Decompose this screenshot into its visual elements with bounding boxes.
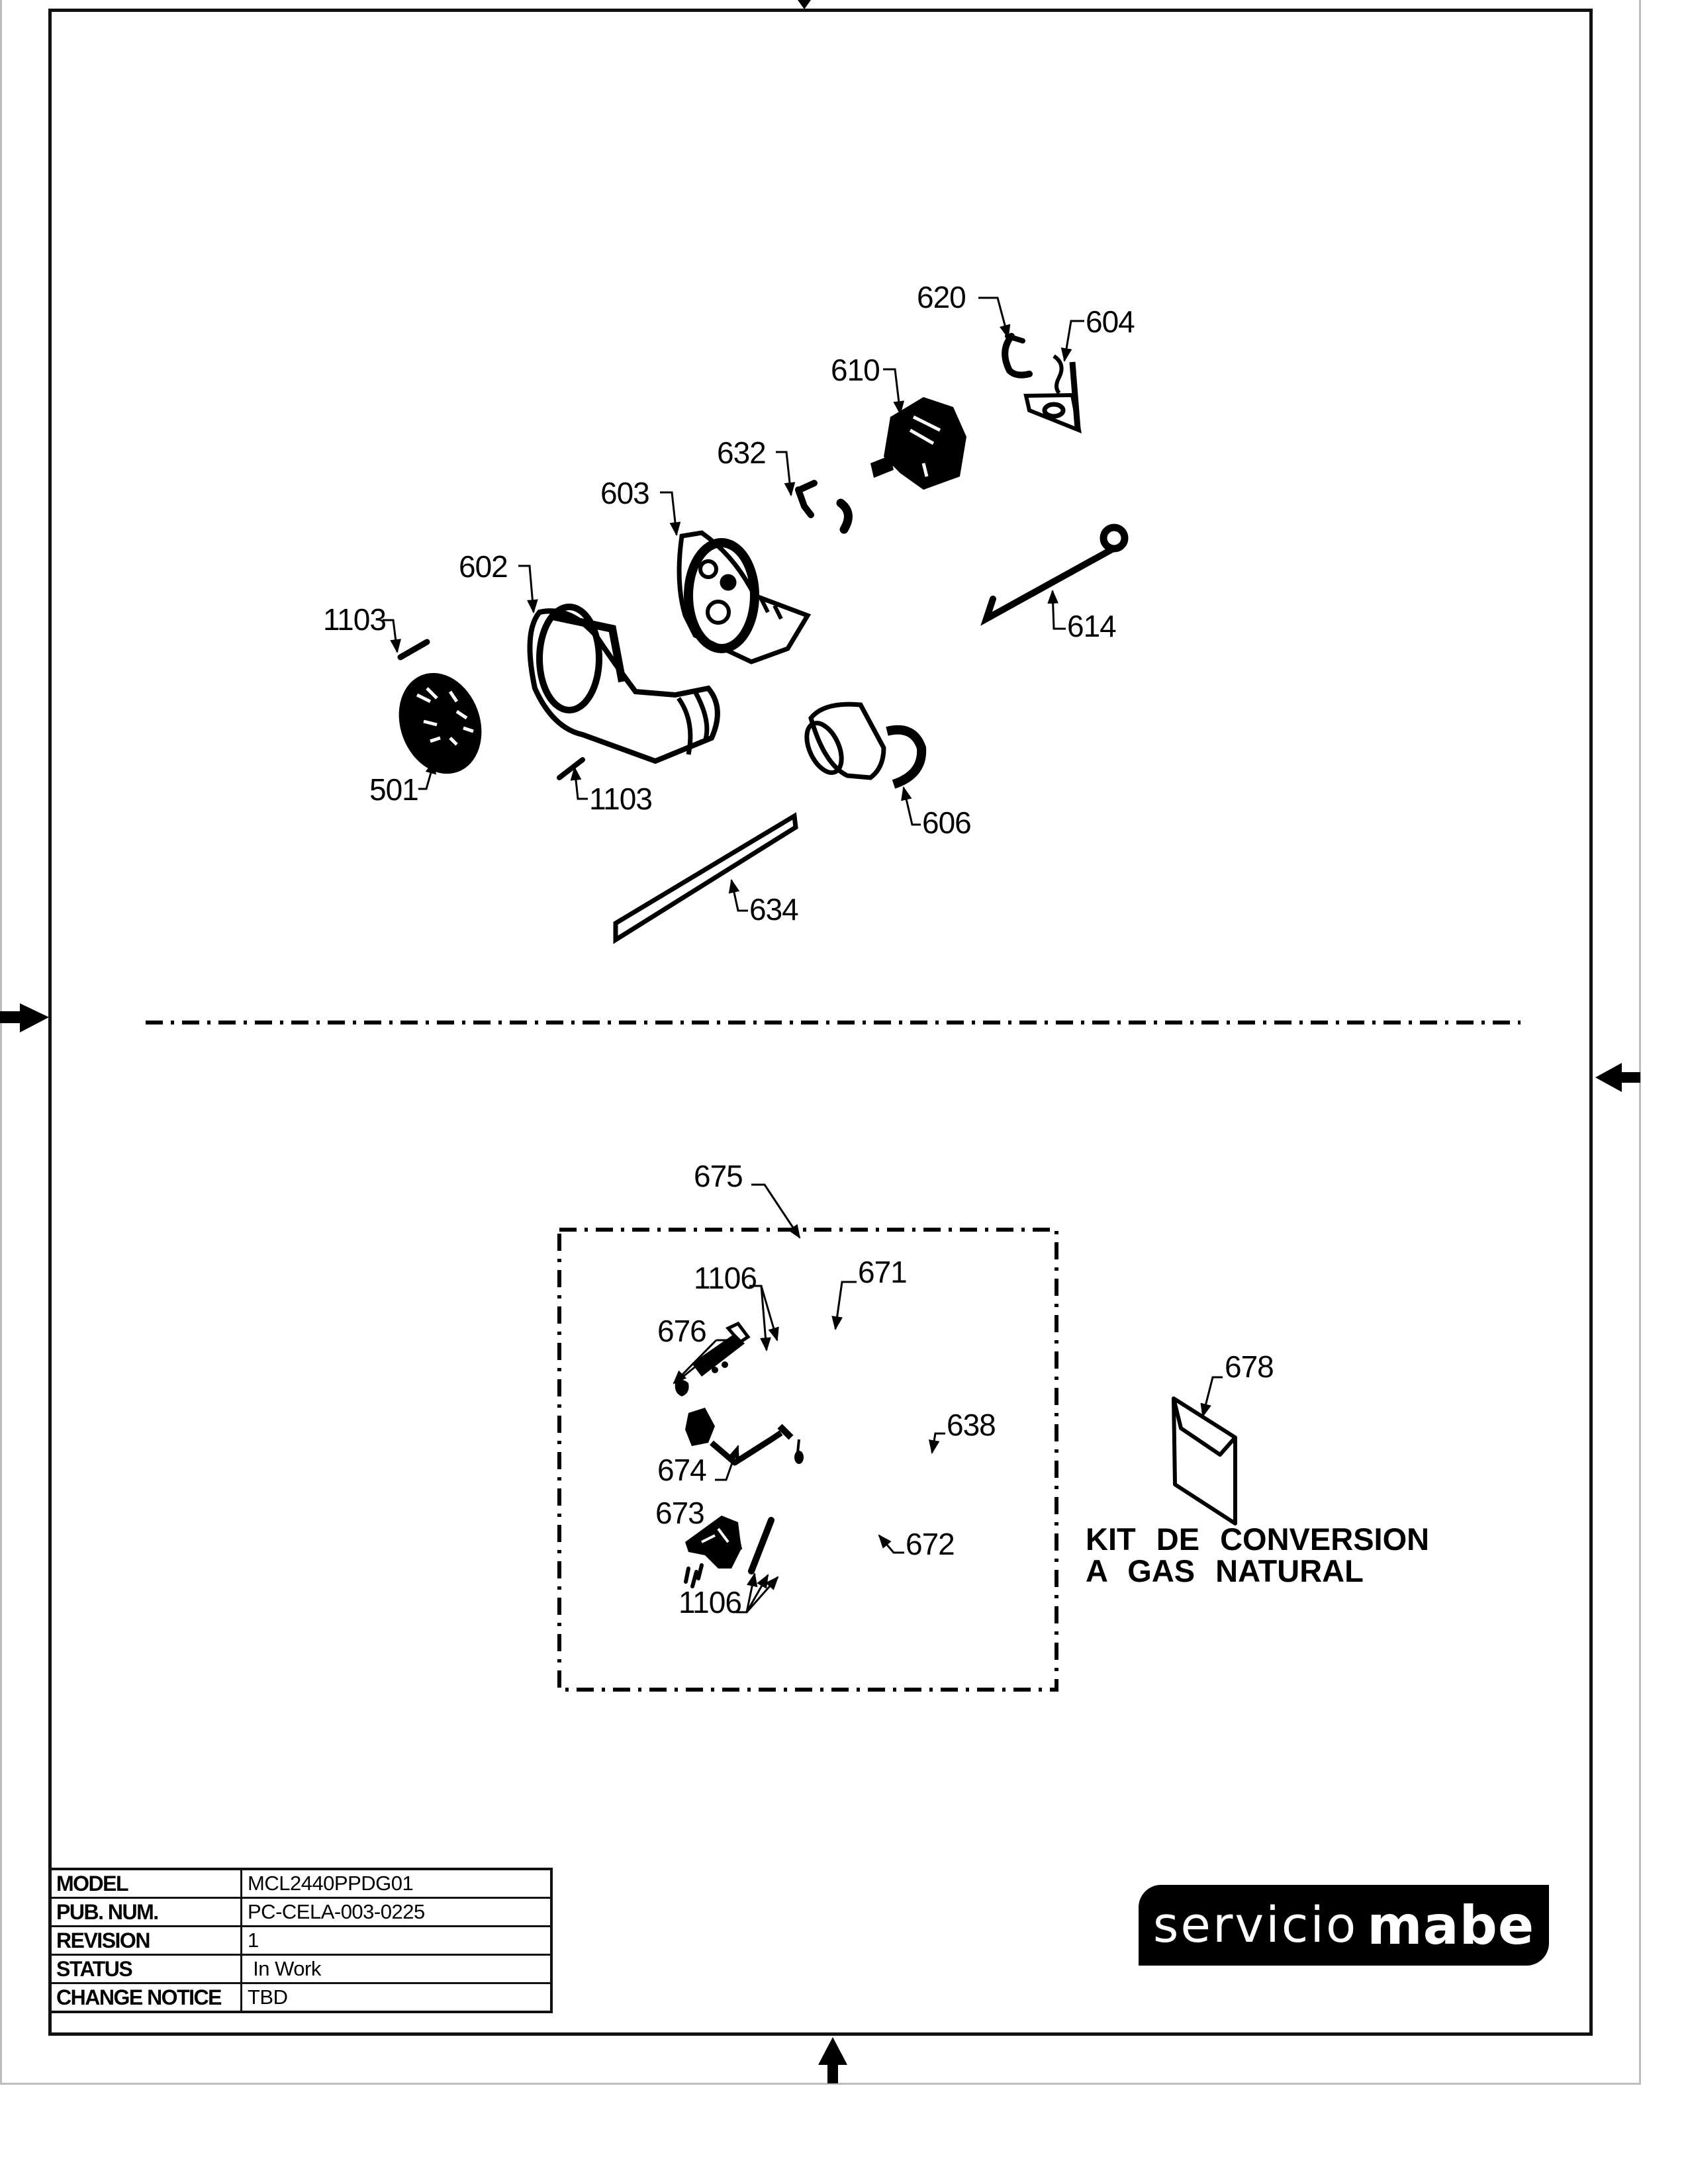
- callout-620: 620: [917, 280, 966, 314]
- kit-group-boundary: [557, 1228, 1058, 1692]
- logo-bold-word: mabe: [1367, 1894, 1535, 1956]
- callout-602: 602: [459, 549, 508, 584]
- callout-1103-lower: 1103: [589, 782, 652, 816]
- callout-672: 672: [906, 1527, 955, 1561]
- model-value: MCL2440PPDG01: [240, 1868, 553, 1899]
- callout-632: 632: [717, 435, 766, 470]
- callout-1106-upper: 1106: [694, 1261, 757, 1295]
- callout-673: 673: [655, 1496, 704, 1530]
- part-603-plate: [677, 530, 812, 664]
- callout-675: 675: [694, 1159, 743, 1193]
- frame-center-arrows: [0, 0, 1640, 2083]
- part-620-clip: [1002, 333, 1033, 379]
- callout-678: 678: [1225, 1349, 1274, 1384]
- page-edge-left: [0, 0, 2, 2085]
- callout-671: 671: [858, 1255, 907, 1289]
- logo-light-word: servicio: [1152, 1897, 1358, 1954]
- revision-label: REVISION: [48, 1925, 242, 1956]
- part-671-bracket: [692, 1321, 751, 1377]
- leaders-upper: [383, 296, 1084, 912]
- callout-1106-lower: 1106: [679, 1585, 741, 1619]
- change-notice-label: CHANGE NOTICE: [48, 1982, 242, 2013]
- part-606-elbow: [804, 702, 927, 789]
- part-501-blower-wheel: [399, 672, 482, 774]
- callout-674: 674: [657, 1453, 706, 1487]
- part-1106-screws: [684, 1563, 704, 1588]
- drawing-frame: [48, 9, 1593, 2036]
- callouts-upper: 620 604 610 632 603 602 1103 614 501 110…: [323, 280, 1135, 927]
- part-634-seal: [613, 812, 798, 944]
- servicio-mabe-logo: servicio mabe: [1139, 1885, 1549, 1966]
- title-row-change-notice: CHANGE NOTICE TBD: [48, 1982, 553, 2013]
- arrow-bottom-icon: [818, 2037, 847, 2083]
- part-610-motor: [870, 397, 966, 490]
- kit-caption-line2: A GAS NATURAL: [1086, 1553, 1364, 1588]
- callout-610: 610: [831, 353, 880, 387]
- leaders-lower: [673, 1183, 1223, 1614]
- part-672-igniter: [748, 1517, 774, 1574]
- revision-value: 1: [240, 1925, 553, 1956]
- title-row-revision: REVISION 1: [48, 1925, 553, 1956]
- arrow-left-icon: [0, 1003, 49, 1032]
- callout-606: 606: [922, 805, 971, 840]
- title-row-status: STATUS In Work: [48, 1954, 553, 1984]
- callout-638: 638: [947, 1408, 996, 1442]
- kit-caption-line1: KIT DE CONVERSION: [1086, 1522, 1429, 1557]
- arrow-right-icon: [1595, 1063, 1640, 1092]
- callout-634: 634: [749, 892, 798, 927]
- callouts-lower: 675 1106 671 676 638 674 673 672 1106 67…: [655, 1159, 1429, 1619]
- page-edge-right: [1639, 0, 1641, 2085]
- part-1103-screw-lower: [557, 757, 585, 780]
- part-1103-screw-upper: [397, 639, 430, 660]
- status-label: STATUS: [48, 1954, 242, 1984]
- callout-1103-upper: 1103: [323, 602, 386, 637]
- part-678-envelope: [1172, 1396, 1237, 1525]
- title-row-model: MODEL MCL2440PPDG01: [48, 1868, 553, 1899]
- callout-614: 614: [1067, 609, 1116, 643]
- title-row-pub-num: PUB. NUM. PC-CELA-003-0225: [48, 1897, 553, 1927]
- callout-676: 676: [657, 1314, 706, 1348]
- callout-603: 603: [600, 476, 649, 510]
- status-value: In Work: [240, 1954, 553, 1984]
- part-673-bracket: [685, 1516, 741, 1569]
- model-label: MODEL: [48, 1868, 242, 1899]
- callout-604: 604: [1086, 304, 1135, 339]
- callout-501: 501: [369, 772, 418, 807]
- part-614-harness: [980, 523, 1129, 626]
- pub-num-label: PUB. NUM.: [48, 1897, 242, 1927]
- part-604-bracket: [1023, 354, 1082, 433]
- title-block: MODEL MCL2440PPDG01 PUB. NUM. PC-CELA-00…: [48, 1868, 553, 2013]
- arrow-top-icon: [798, 0, 811, 9]
- change-notice-value: TBD: [240, 1982, 553, 2013]
- page-edge-bottom: [0, 2083, 1641, 2085]
- part-632-clamp: [795, 480, 853, 534]
- part-602-housing: [527, 604, 720, 764]
- part-674-valve: [685, 1408, 794, 1466]
- part-638: [794, 1439, 804, 1464]
- pub-num-value: PC-CELA-003-0225: [240, 1897, 553, 1927]
